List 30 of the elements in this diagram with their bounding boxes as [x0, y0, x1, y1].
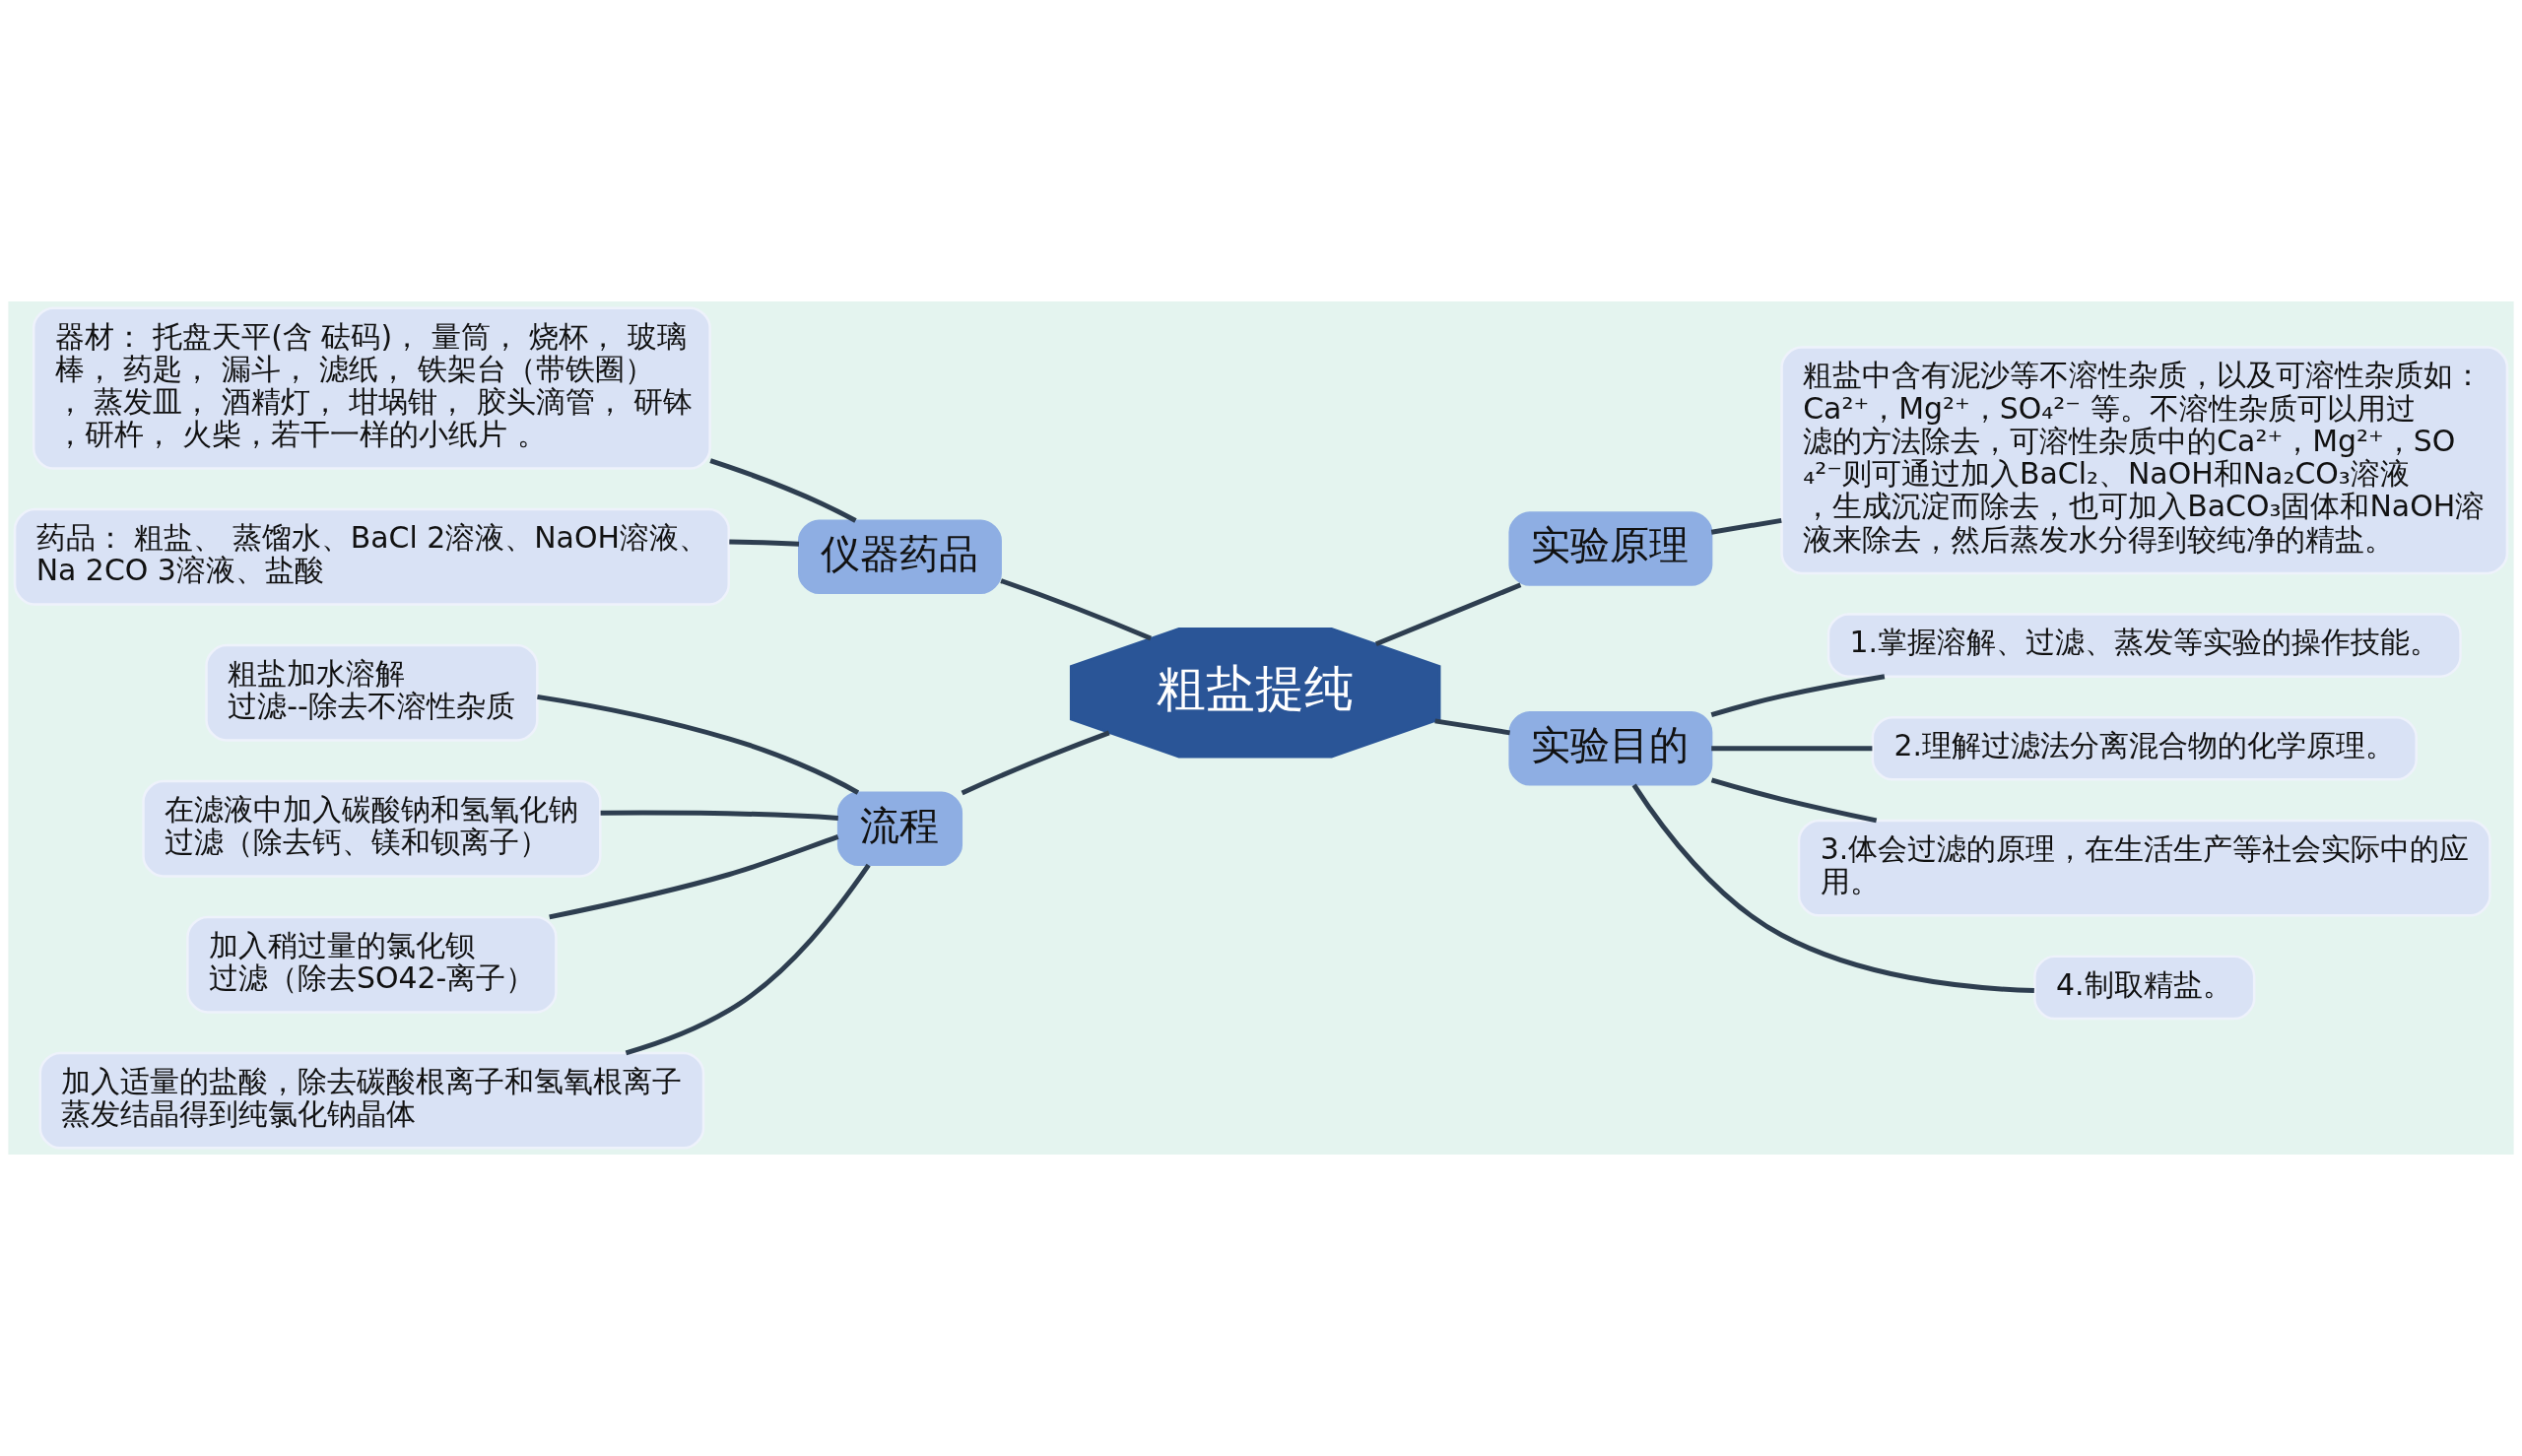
node-box: 实验目的	[1508, 710, 1713, 786]
connector	[1710, 517, 1782, 535]
connector	[1631, 783, 2034, 994]
connector	[961, 730, 1110, 796]
connector	[1434, 718, 1511, 736]
node-box: 2.理解过滤法分离混合物的化学原理。	[1871, 715, 2418, 781]
connector	[1710, 777, 1878, 824]
node-box: 药品： 粗盐、 蒸馏水、BaCl 2溶液、NaOH溶液、Na 2CO 3溶液、盐酸	[13, 507, 730, 606]
node-box: 器材： 托盘天平(含 砝码)， 量筒， 烧杯， 玻璃棒， 药匙， 漏斗， 滤纸， 铁架台（带铁圈）， 蒸发皿， 酒精灯， 坩埚钳， 胶头滴管， 研钵，研杵， 火柴，若干一样的小纸片 。	[32, 306, 711, 470]
connector	[537, 694, 860, 795]
connector	[709, 458, 857, 523]
node-box: 4.制取精盐。	[2033, 955, 2256, 1021]
connector	[1374, 582, 1522, 647]
connector	[1711, 746, 1873, 752]
node-box: 3.体会过滤的原理，在生活生产等社会实际中的应用。	[1797, 819, 2491, 917]
node-box: 粗盐中含有泥沙等不溶性杂质，以及可溶性杂质如：Ca²⁺，Mg²⁺，SO₄²⁻ 等。不溶性杂质可以用过滤的方法除去，可溶性杂质中的Ca²⁺，Mg²⁺，SO₄²⁻则可通过加入BaCl₂、NaOH和Na₂CO₃溶液，生成沉淀而除去，也可加入BaCO₃固体和NaOH溶液来除去，然后蒸发水分得到较纯净的精盐。	[1780, 346, 2509, 575]
node-box: 加入稍过量的氯化钡 过滤（除去SO42-离子）	[186, 915, 558, 1014]
connector	[1710, 674, 1886, 718]
node-box: 在滤液中加入碳酸钠和氢氧化钠 过滤（除去钙、镁和钡离子）	[142, 779, 602, 878]
connector	[549, 834, 839, 920]
connector	[600, 810, 838, 821]
connector	[729, 539, 800, 547]
node-box: 流程	[836, 791, 963, 867]
node-box: 粗盐加水溶解 过滤--除去不溶性杂质	[205, 643, 539, 742]
node-box: 1.掌握溶解、过滤、蒸发等实验的操作技能。	[1826, 613, 2462, 678]
connector	[1000, 578, 1152, 641]
node-box: 实验原理	[1508, 511, 1713, 586]
node-box: 加入适量的盐酸，除去碳酸根离子和氢氧根离子 蒸发结晶得到纯氯化钠晶体	[38, 1051, 705, 1150]
connector	[625, 863, 871, 1056]
node-box: 仪器药品	[798, 519, 1002, 595]
